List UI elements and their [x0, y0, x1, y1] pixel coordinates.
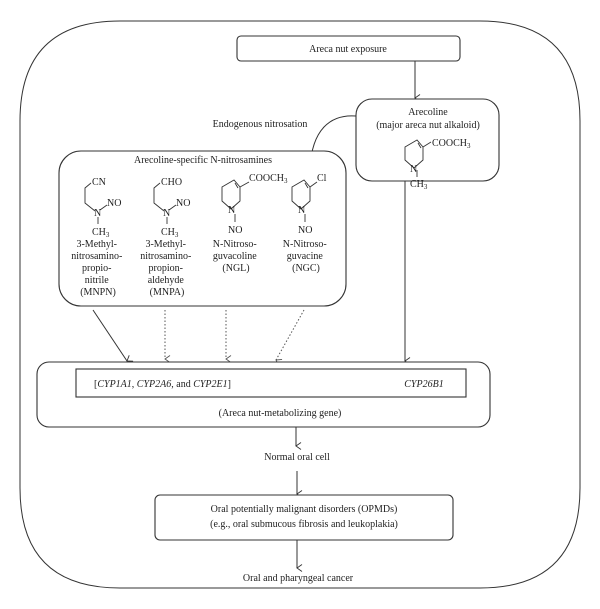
- nitrosamines-box: [58, 150, 347, 307]
- arecoline-structure: [404, 139, 432, 177]
- endogenous-nitrosation-label: Endogenous nitrosation: [213, 119, 308, 130]
- mnpn-cn: CN: [92, 177, 106, 188]
- ngc-cl: Cl: [317, 173, 327, 184]
- ngl-n: N: [228, 205, 235, 216]
- outer-frame: [19, 20, 581, 589]
- arrow-mnpn-to-genes: [92, 309, 134, 362]
- arecoline-n: N: [410, 164, 417, 175]
- ngl-no: NO: [228, 225, 242, 236]
- arecoline-ch3: CH3: [410, 179, 428, 191]
- exposure-box: [236, 35, 461, 62]
- arecoline-subtitle: (major areca nut alkaloid): [376, 120, 480, 131]
- compound-mnpn: CN NO N CH3 3-Methyl- nitrosamino- propi…: [71, 177, 125, 298]
- mnpn-no: NO: [107, 198, 121, 209]
- mnpa-no: NO: [176, 198, 190, 209]
- nitrosamines-title: Arecoline-specific N-nitrosamines: [134, 155, 272, 166]
- compound-ngl: COOCH3 N NO N-Nitroso- guvacoline (NGL): [213, 173, 288, 274]
- exposure-label: Areca nut exposure: [309, 44, 387, 55]
- gene-list-box: [75, 368, 467, 398]
- ngc-name: N-Nitroso- guvacine (NGC): [283, 239, 329, 274]
- gene-list-left: [CYP1A1, CYP2A6, and CYP2E1]: [94, 379, 231, 390]
- mnpa-n: N: [163, 208, 170, 219]
- mnpa-name: 3-Methyl- nitrosamino- propion- aldehyde…: [140, 239, 194, 298]
- arecoline-title: Arecoline: [408, 107, 448, 118]
- arecoline-box: [355, 98, 500, 182]
- arecoline-substituent: COOCH3: [432, 138, 471, 150]
- opmd-line1: Oral potentially malignant disorders (OP…: [211, 504, 398, 515]
- ngc-n: N: [298, 205, 305, 216]
- ngc-no: NO: [298, 225, 312, 236]
- mnpn-n: N: [94, 208, 101, 219]
- mnpa-cho: CHO: [161, 177, 182, 188]
- gene-cyp26b1: CYP26B1: [404, 379, 443, 390]
- ngl-cooch3: COOCH3: [249, 173, 288, 185]
- compound-ngc: Cl N NO N-Nitroso- guvacine (NGC): [283, 173, 329, 274]
- opmd-box: [154, 494, 454, 541]
- ngl-name: N-Nitroso- guvacoline (NGL): [213, 239, 259, 274]
- mnpn-name: 3-Methyl- nitrosamino- propio- nitrile (…: [71, 239, 125, 298]
- normal-cell-label: Normal oral cell: [264, 452, 330, 463]
- mnpn-ch3: CH3: [92, 227, 110, 239]
- compound-mnpa: CHO NO N CH3 3-Methyl- nitrosamino- prop…: [140, 177, 194, 298]
- mnpa-ch3: CH3: [161, 227, 179, 239]
- cancer-label: Oral and pharyngeal cancer: [243, 573, 354, 584]
- gene-caption: (Areca nut-metabolizing gene): [219, 408, 342, 419]
- opmd-line2: (e.g., oral submucous fibrosis and leuko…: [210, 519, 398, 530]
- arrow-ngc-to-genes: [275, 309, 305, 366]
